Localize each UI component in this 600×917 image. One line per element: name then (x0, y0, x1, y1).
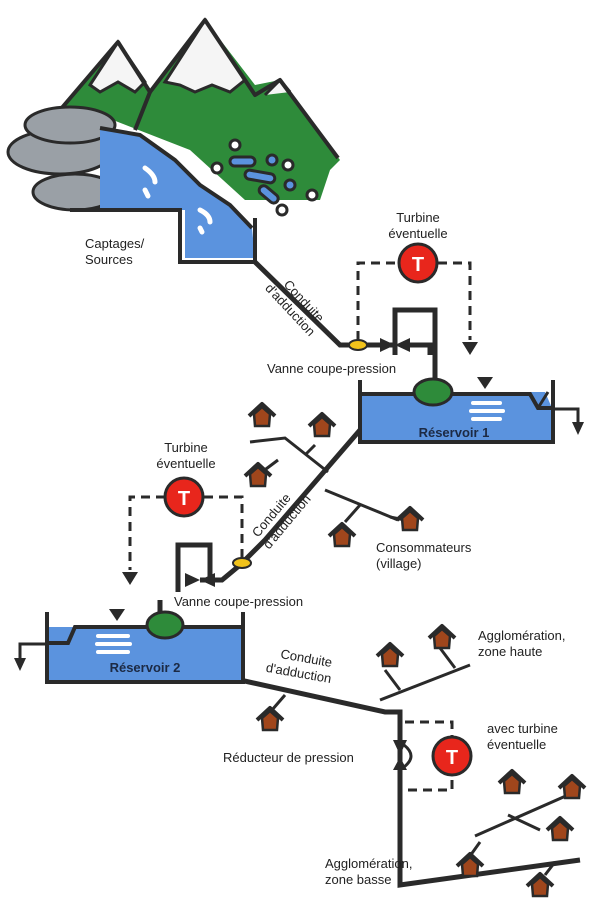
turbine-1: T (356, 242, 478, 355)
turbine-1-label-line2: éventuelle (388, 226, 447, 241)
house (545, 816, 575, 842)
zone-low (455, 769, 587, 898)
zone-high-label-line2: zone haute (478, 644, 542, 659)
house (427, 624, 457, 650)
turbine-1-label-line1: Turbine (396, 210, 440, 225)
turbine-symbol: T (412, 254, 424, 276)
valve-1-label: Vanne coupe-pression (267, 361, 396, 376)
source-label-line1: Captages/ (85, 236, 145, 251)
reservoir-1: Réservoir 1 (358, 377, 584, 444)
turbine-2: T (122, 476, 244, 585)
zone-high (255, 624, 471, 732)
house (375, 642, 405, 668)
house (497, 769, 527, 795)
house (557, 774, 587, 800)
zone-low-label-line1: Agglomération, (325, 856, 412, 871)
house (395, 506, 425, 532)
source-label-line2: Sources (85, 252, 133, 267)
turbine-2-label-line1: Turbine (164, 440, 208, 455)
village-consumers (243, 402, 425, 548)
reservoir-2: Réservoir 2 (14, 609, 245, 684)
house (247, 402, 277, 428)
labels: Captages/ Sources Conduite d'adduction T… (85, 210, 565, 887)
reservoir-2-label: Réservoir 2 (110, 660, 181, 675)
water-source (70, 126, 319, 264)
house (255, 706, 285, 732)
consumers-label-line2: (village) (376, 556, 422, 571)
turbine-3: T (405, 720, 473, 792)
turbine-3-label-line2: éventuelle (487, 737, 546, 752)
valve-2 (185, 557, 252, 587)
zone-low-label-line2: zone basse (325, 872, 392, 887)
turbine-symbol: T (178, 488, 190, 510)
reservoir-1-label: Réservoir 1 (419, 425, 490, 440)
zone-high-label-line1: Agglomération, (478, 628, 565, 643)
turbine-symbol: T (446, 747, 458, 769)
valve-2-label: Vanne coupe-pression (174, 594, 303, 609)
pressure-reducer (393, 740, 413, 770)
house (327, 522, 357, 548)
house (307, 412, 337, 438)
house (525, 872, 555, 898)
reducer-label: Réducteur de pression (223, 750, 354, 765)
consumers-label-line1: Consommateurs (376, 540, 472, 555)
turbine-3-label-line1: avec turbine (487, 721, 558, 736)
turbine-2-label-line2: éventuelle (156, 456, 215, 471)
